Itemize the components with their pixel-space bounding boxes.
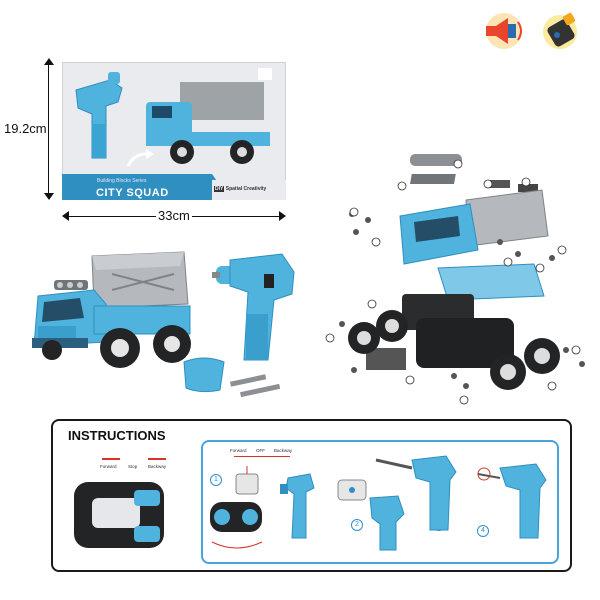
package-art (62, 68, 286, 200)
step-number-2: 2 (351, 519, 363, 531)
mode-label-forward: Forward (100, 464, 117, 469)
battery-cover-part (183, 357, 225, 393)
step-number-4: 4 (477, 525, 489, 537)
mode-arrow-forward (102, 458, 120, 460)
package-tagline: DIY Spatial Creativity (214, 186, 267, 192)
assembled-truck (32, 251, 191, 368)
package-series: Building Blocks Series (97, 178, 147, 184)
package-title: CITY SQUAD (96, 187, 169, 199)
toy-drill (212, 253, 295, 361)
assembly-steps-panel (201, 440, 559, 564)
width-arrow-right (279, 211, 286, 221)
height-arrow-top (44, 58, 54, 65)
exploded-parts-diagram (325, 154, 585, 405)
height-arrow-bottom (44, 193, 54, 200)
mode-label-stop: Stop (128, 464, 138, 469)
light-feature-icon (543, 12, 577, 49)
height-dimension-line (48, 62, 49, 196)
width-label: 33cm (156, 208, 192, 223)
step-2-illustration (337, 479, 405, 551)
step-4-illustration (477, 463, 547, 539)
switch-label-backway: Backway (274, 448, 293, 453)
switch-legend: Forward OFF Backway (230, 448, 300, 468)
drill-mode-legend: Forward Stop Backway (100, 450, 172, 478)
sound-feature-icon (486, 13, 522, 49)
step-3-illustration (375, 455, 457, 531)
width-arrow-left (62, 211, 69, 221)
switch-line (234, 456, 290, 457)
switch-label-off: OFF (256, 448, 265, 453)
chassis-bottom-view (74, 482, 164, 548)
step-1-illustration (210, 466, 315, 549)
mode-label-backway: Backway (148, 464, 167, 469)
mode-arrow-backway (148, 458, 166, 460)
instructions-title: INSTRUCTIONS (68, 428, 166, 443)
step-number-1: 1 (210, 474, 222, 486)
height-label: 19.2cm (4, 121, 47, 136)
switch-label-forward: Forward (230, 448, 247, 453)
drill-bits-part (229, 374, 281, 398)
